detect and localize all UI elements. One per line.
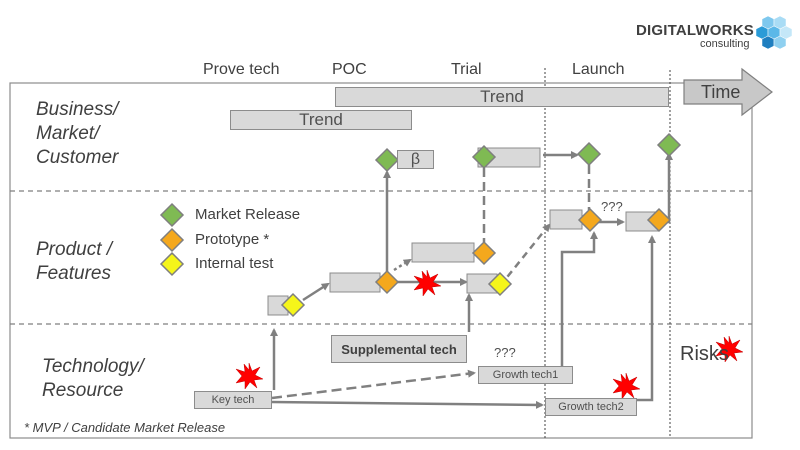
phase-trial: Trial — [451, 61, 482, 78]
phase-launch: Launch — [572, 61, 625, 78]
key-tech-box: Key tech — [194, 391, 272, 409]
lane-product: Product / Features — [36, 239, 113, 284]
beta-box: β — [397, 150, 434, 169]
arrow-internal-to-box — [302, 282, 330, 302]
arrow-keytech-to-growth2 — [271, 400, 544, 409]
uncertain-label-launch: ??? — [601, 199, 623, 214]
box-product-launch — [549, 209, 583, 230]
box-product-upper — [411, 242, 475, 263]
trend-bar-long: Trend — [335, 87, 669, 107]
logo-sub: consulting — [700, 38, 750, 50]
arrow-dashed-internal-to-box — [499, 223, 551, 287]
market-release-launch — [577, 142, 601, 166]
supplemental-tech-box: Supplemental tech — [331, 335, 467, 363]
arrow-dotted-proto-to-box — [393, 258, 412, 272]
diagram-frame — [9, 82, 753, 439]
lane-business: Business/ Market/ Customer — [36, 99, 119, 168]
risk-star-keytech — [235, 362, 264, 390]
logo-brand: DIGITALWORKS — [636, 22, 754, 39]
legend-prototype-icon — [160, 228, 184, 252]
legend-internal-test-icon — [160, 252, 184, 276]
time-arrow — [683, 67, 773, 117]
logo-hexagons-icon — [755, 15, 793, 50]
arrow-dashed-keytech-to-growth1 — [271, 369, 476, 400]
lane-technology: Technology/ Resource — [42, 356, 144, 401]
growth-tech1-box: Growth tech1 — [478, 366, 573, 384]
prototype-trial — [472, 241, 496, 265]
box-product-mid — [329, 272, 381, 293]
growth-tech2-box: Growth tech2 — [545, 398, 637, 416]
market-release-beta — [375, 148, 399, 172]
footnote: * MVP / Candidate Market Release — [24, 420, 226, 435]
phase-prove-tech: Prove tech — [203, 61, 280, 78]
arrow-growth2-to-box — [637, 235, 656, 402]
legend-prototype: Prototype * — [195, 231, 270, 248]
trend-bar-short: Trend — [230, 110, 412, 130]
risk-star-growth2 — [612, 372, 641, 400]
arrow-growth1-to-box — [560, 231, 598, 366]
risks-label: Risks — [680, 343, 729, 365]
legend-internal-test: Internal test — [195, 255, 274, 272]
market-release-final — [657, 133, 681, 157]
legend-market-release-icon — [160, 203, 184, 227]
phase-poc: POC — [332, 61, 367, 78]
legend-market-release: Market Release — [195, 206, 301, 223]
time-label: Time — [701, 82, 741, 102]
uncertain-label-growth: ??? — [494, 345, 516, 360]
